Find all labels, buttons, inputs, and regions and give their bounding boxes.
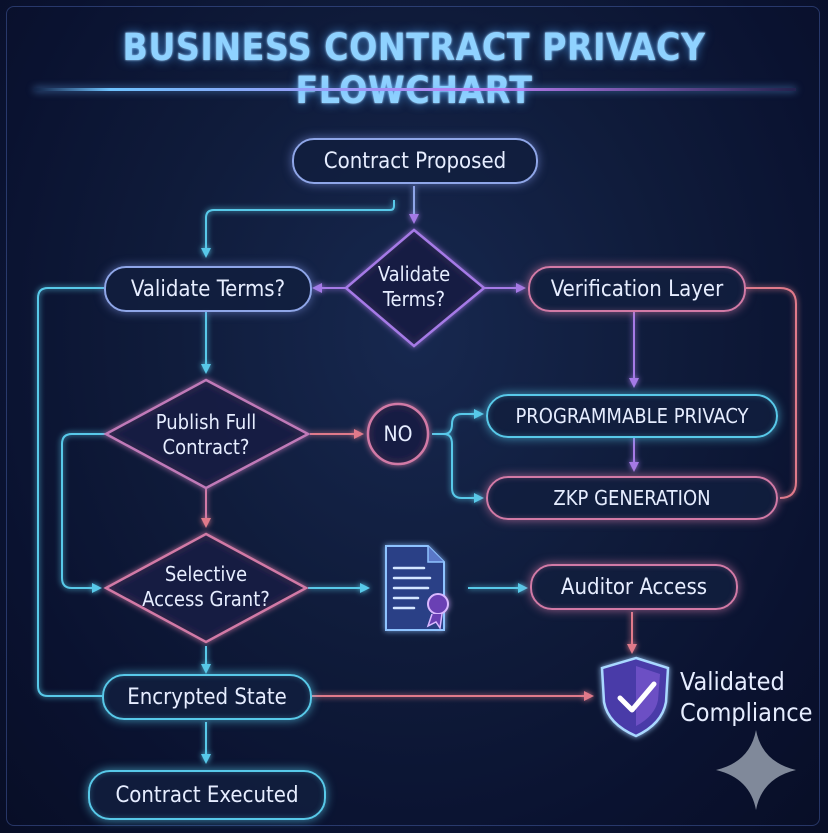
diamond-label-line-2: Access Grant? [142, 587, 270, 611]
page-title: BUSINESS CONTRACT PRIVACY FLOWCHART [122, 26, 706, 112]
diamond-label-line-1: Publish Full [155, 410, 257, 434]
shield-check-icon [600, 656, 670, 738]
validated-compliance-label: Validated Compliance [680, 666, 812, 728]
diamond-label-line-1: Validate [377, 262, 451, 286]
sparkle-icon [716, 730, 796, 810]
diamond-publish-full-contract [103, 378, 311, 490]
node-auditor-access[interactable]: Auditor Access [530, 564, 738, 610]
diamond-publish-full-label: Publish Full Contract? [126, 410, 286, 460]
compliance-line-2: Compliance [680, 698, 813, 727]
node-encrypted-state[interactable]: Encrypted State [102, 674, 312, 720]
node-verification-layer[interactable]: Verification Layer [528, 266, 746, 312]
node-zkp-generation[interactable]: ZKP GENERATION [486, 476, 778, 520]
node-label: Verification Layer [550, 276, 724, 302]
node-contract-proposed[interactable]: Contract Proposed [292, 138, 538, 184]
diamond-label-line-1: Selective [164, 562, 248, 586]
node-label: Contract Proposed [323, 148, 507, 174]
document-signature-icon [385, 545, 449, 631]
diamond-validate-terms-label: Validate Terms? [354, 262, 474, 312]
node-label: Validate Terms? [130, 276, 286, 302]
diagram-frame [6, 6, 820, 826]
edge-validate-loop-to-encrypted [37, 287, 104, 697]
node-label: Contract Executed [115, 782, 299, 808]
diamond-label-line-2: Terms? [382, 287, 446, 311]
node-validate-terms-box[interactable]: Validate Terms? [104, 266, 312, 312]
compliance-line-1: Validated [680, 667, 785, 696]
edge-proposed-to-validate-box [201, 200, 395, 258]
title-divider [34, 88, 796, 91]
no-label: NO [383, 422, 413, 446]
diamond-selective-access-grant [103, 532, 309, 644]
edge-verification-loop [746, 287, 797, 499]
node-contract-executed[interactable]: Contract Executed [88, 770, 326, 820]
no-circle [366, 402, 430, 466]
edge-no-to-privacy [432, 409, 484, 435]
diamond-validate-terms [344, 228, 486, 348]
node-label: Auditor Access [560, 574, 708, 600]
edge-no-to-zkp [443, 433, 484, 503]
node-label: PROGRAMMABLE PRIVACY [515, 404, 749, 428]
edge-publish-loop-to-selective [61, 433, 106, 593]
node-label: ZKP GENERATION [553, 486, 711, 510]
node-programmable-privacy[interactable]: PROGRAMMABLE PRIVACY [486, 394, 778, 438]
diamond-label-line-2: Contract? [162, 435, 250, 459]
node-label: Encrypted State [127, 684, 287, 710]
diamond-selective-access-label: Selective Access Grant? [116, 562, 296, 612]
